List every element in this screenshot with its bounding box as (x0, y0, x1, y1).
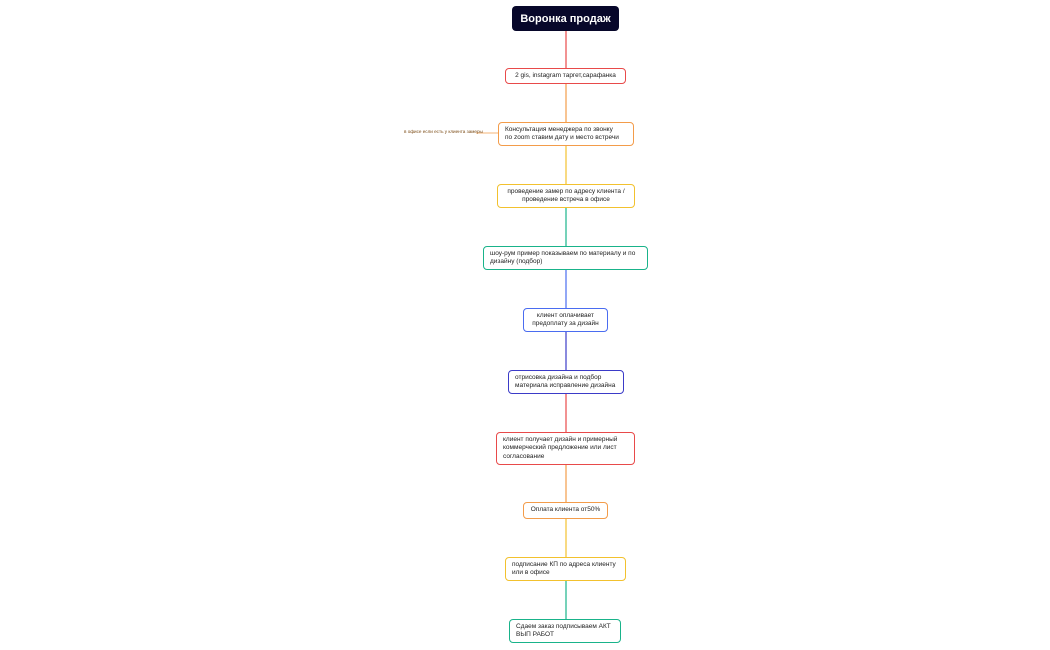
step-node-9-label: подписание КП по адреса клиенту или в оф… (512, 560, 616, 576)
side-note[interactable]: в офисе если есть у клиента замеры (404, 129, 483, 134)
step-node-9[interactable]: подписание КП по адреса клиенту или в оф… (505, 557, 626, 581)
step-node-2[interactable]: Консультация менеджера по звонку по zoom… (498, 122, 634, 146)
step-node-1-label: 2 gis, instagram таргет,сарафанка (515, 71, 616, 79)
step-node-5[interactable]: клиент оплачивает предоплату за дизайн (523, 308, 608, 332)
step-node-1[interactable]: 2 gis, instagram таргет,сарафанка (505, 68, 626, 84)
step-node-4-label: шоу-рум пример показываем по материалу и… (490, 249, 636, 265)
step-node-3-label: проведение замер по адресу клиента / про… (507, 187, 625, 203)
step-node-6[interactable]: отрисовка дизайна и подбор материала исп… (508, 370, 624, 394)
step-node-6-label: отрисовка дизайна и подбор материала исп… (515, 373, 616, 389)
step-node-10[interactable]: Сдаем заказ подписываем АКТ ВЫП РАБОТ (509, 619, 621, 643)
step-node-8-label: Оплата клиента от50% (530, 506, 601, 514)
step-node-2-label: Консультация менеджера по звонку по zoom… (505, 125, 619, 141)
step-node-10-label: Сдаем заказ подписываем АКТ ВЫП РАБОТ (516, 622, 611, 638)
step-node-7-label: клиент получает дизайн и примерный комме… (503, 435, 618, 460)
step-node-4[interactable]: шоу-рум пример показываем по материалу и… (483, 246, 648, 270)
step-node-8[interactable]: Оплата клиента от50% (523, 502, 608, 519)
root-node-title[interactable]: Воронка продаж (512, 6, 619, 31)
step-node-3[interactable]: проведение замер по адресу клиента / про… (497, 184, 635, 208)
step-node-7[interactable]: клиент получает дизайн и примерный комме… (496, 432, 635, 465)
step-node-5-label: клиент оплачивает предоплату за дизайн (532, 311, 599, 327)
